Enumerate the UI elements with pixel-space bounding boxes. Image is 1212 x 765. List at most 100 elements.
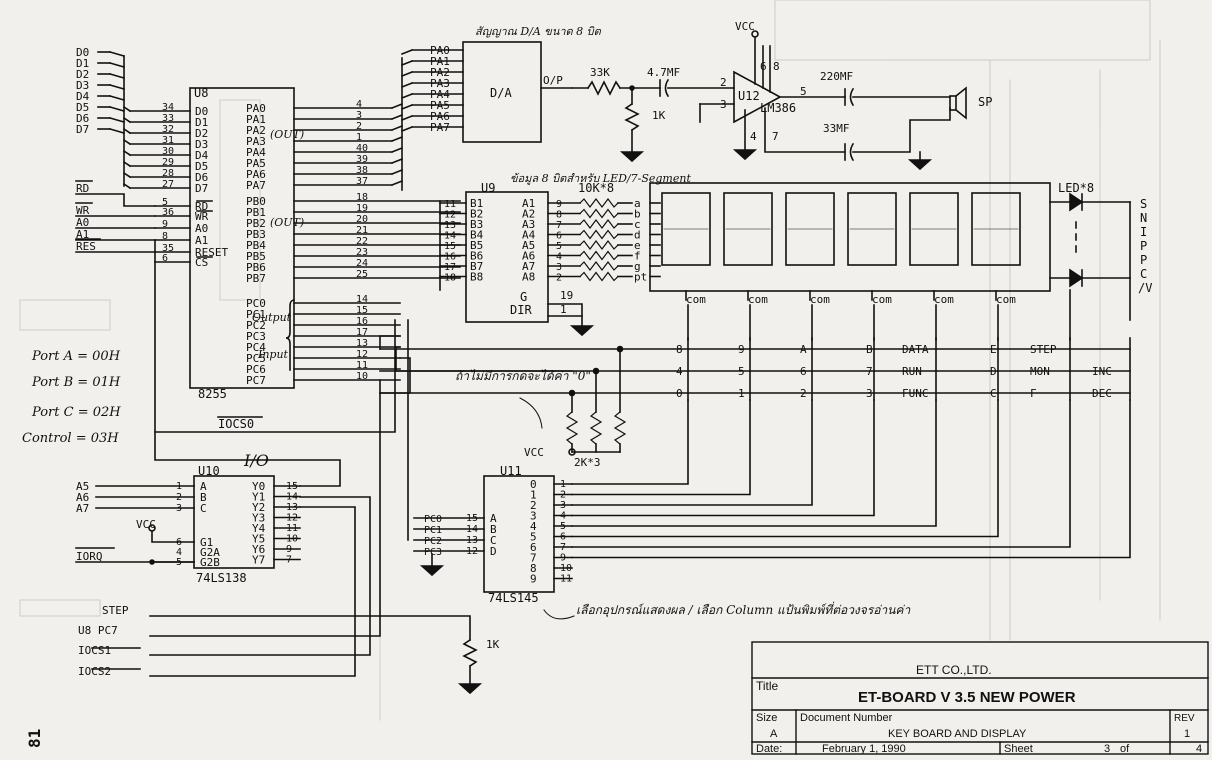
u8-part: 8255 [198,387,227,401]
bus-entry [122,138,132,146]
pin-number: 9 [162,219,168,230]
led-side-letter: N [1140,211,1147,225]
pc5-route [395,346,573,372]
pin-name: PC0 [246,297,266,310]
pin-number: 3 [176,503,182,514]
r-1k-da [624,102,640,132]
pin-number: 21 [356,225,368,236]
segment-label: b [634,208,641,221]
audio-amplifier: 33K 1K 4.7MF U12 LM386 2 3 VCC 6 8 4 7 5… [571,20,992,171]
pin-number: 11 [356,360,368,371]
title-label: Title [756,679,779,693]
bus-entry [122,105,132,113]
pin-number: 3 [556,262,562,273]
signal-label: A0 [76,216,89,229]
bus-entry [122,182,132,190]
pin-number: 5 [560,521,566,532]
pin-number: 30 [162,146,174,157]
bus-entry [109,128,125,134]
pin-number: 7 [286,555,292,566]
y1-route [149,496,371,656]
ground-icon [907,159,933,171]
key-label: E [990,343,997,356]
pin-number: 15 [356,305,368,316]
bus-entry [400,81,414,89]
vcc-label: VCC [735,20,755,33]
address-label: A6 [76,491,89,504]
key-label: DATA [902,343,929,356]
lm386-opamp [733,70,782,124]
key-label: D [990,365,997,378]
date-value: February 1, 1990 [822,743,906,755]
y2-route [149,506,356,677]
bottom-signal-label: IOCS1 [78,644,111,657]
pin-name: A [200,480,207,493]
u11-part: 74LS145 [488,591,539,605]
pin-number: 4 [176,547,182,558]
data-bus-label: D3 [76,79,89,92]
bus-entry [109,51,125,57]
pin-number: 8 [162,231,168,242]
ground-icon [457,683,483,695]
resistor [579,271,619,282]
pin-number: 2 [176,492,182,503]
pin-name: B6 [470,250,483,263]
pin-name: D1 [195,116,208,129]
address-label: A5 [76,480,89,493]
column-drive [571,399,1071,548]
size-value: A [770,728,778,740]
cbypass-label: 33MF [823,122,850,135]
port-note: Port C = 02H [31,405,121,420]
pin-name: A6 [522,250,535,263]
pin-number: 13 [466,535,478,546]
pin-name: A1 [522,197,535,210]
pin-number: 11 [444,199,456,210]
pin-name: 5 [530,531,537,544]
bus-entry [390,102,404,110]
bus-entry [122,149,132,157]
bus-entry [109,95,125,101]
pin-number: 35 [162,243,174,254]
pin-number: 23 [356,247,368,258]
key-label: RUN [902,365,922,378]
r-33k [586,80,622,96]
resistor [579,198,619,208]
pin-name: Y5 [252,533,265,546]
resistor [579,250,619,261]
pin-name: D4 [195,149,209,162]
docnum-value: KEY BOARD AND DISPLAY [888,728,1027,740]
pin-name: PA0 [246,102,266,115]
pin-number: 5 [556,241,562,252]
pin-name: PA3 [430,77,450,90]
pin-number: 9 [560,553,566,564]
pin-name: PC4 [246,341,266,354]
pin-number: 11 [286,523,298,534]
pin-number: 7 [560,542,566,553]
data-bus-label: D2 [76,68,89,81]
pin-name: G2B [200,556,220,569]
pin-name: 1 [530,489,537,502]
column-drive [571,399,1131,559]
pin-number: 16 [356,316,368,327]
pin-name: Y2 [252,501,265,514]
bus-entry [122,160,132,168]
pin-name: C [200,502,207,515]
rev-value: 1 [1184,728,1190,740]
key-label: 7 [866,365,873,378]
u11-ref: U11 [500,464,522,478]
pin-name: B5 [470,239,483,252]
u11-note: เลือกอุปกรณ์แสดงผล / เลือก Column แป้นพิ… [576,601,911,618]
sheet-label: Sheet [1004,743,1033,755]
com-label: com [996,293,1016,306]
port-note: Control = 03H [22,431,119,446]
pin-number: 24 [356,258,368,269]
signal-label: WR [76,204,90,217]
address-label: A7 [76,502,89,515]
